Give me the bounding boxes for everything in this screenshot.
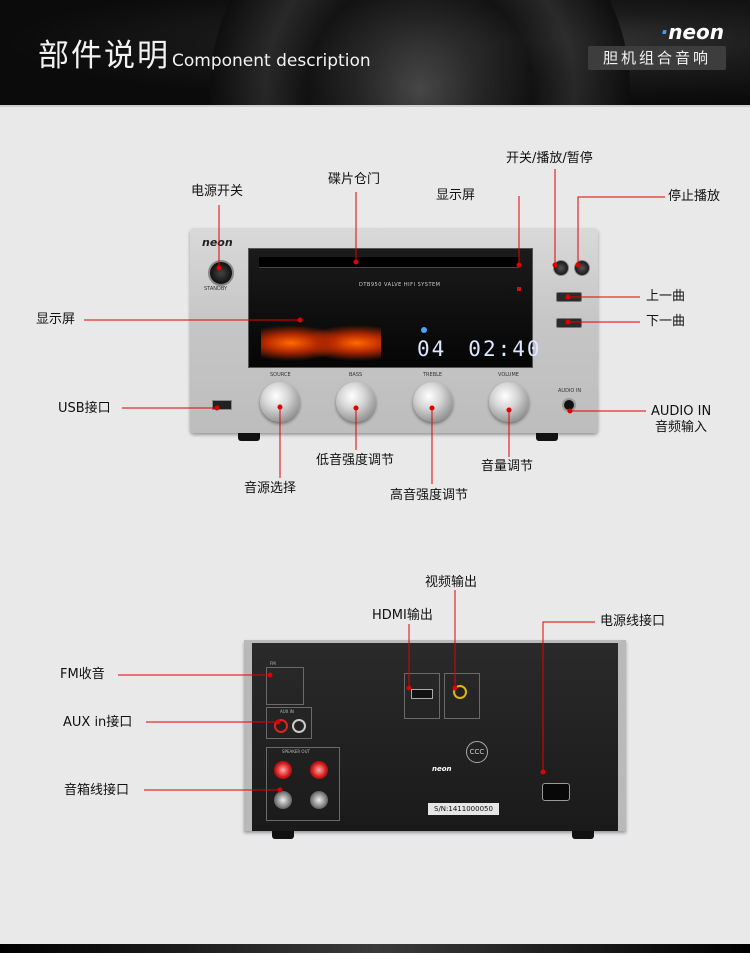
label-treble: 高音强度调节 (390, 488, 469, 503)
volume-knob (489, 382, 529, 422)
volume-text: VOLUME (498, 372, 519, 378)
treble-text: TREBLE (423, 372, 443, 378)
bluetooth-icon (421, 327, 427, 333)
stop-button (574, 260, 590, 276)
label-power-socket: 电源线接口 (600, 614, 666, 629)
label-power-switch: 电源开关 (191, 184, 244, 199)
hdmi-port (411, 689, 433, 699)
brand-logo: ·neon (661, 20, 724, 44)
rear-brand: neon (432, 765, 452, 773)
front-unit-image: neon STANDBY DTB950 VALVE HIFI SYSTEM 04… (190, 228, 598, 441)
label-fm: FM收音 (60, 667, 105, 682)
label-speaker: 音箱线接口 (64, 783, 130, 798)
label-bass: 低音强度调节 (316, 453, 395, 468)
label-audio-in: AUDIO IN (651, 404, 712, 419)
header-divider (0, 105, 750, 107)
treble-knob (413, 382, 453, 422)
label-prev: 上一曲 (646, 289, 686, 304)
audio-in-jack (562, 398, 576, 412)
title-en: Component description (172, 51, 371, 71)
speaker-terminal-box (266, 747, 340, 821)
aux-rca-white (292, 719, 306, 733)
label-aux-in: AUX in接口 (63, 715, 133, 730)
speaker-terminal-red-right (310, 761, 328, 779)
rear-unit-image: FM AUX IN SPEAKER OUT CCC neon S/N:14110… (244, 640, 626, 839)
label-source: 音源选择 (244, 481, 297, 496)
power-switch-knob (208, 260, 234, 286)
label-audio-in-cn: 音频输入 (655, 420, 708, 435)
play-pause-button (553, 260, 569, 276)
label-stop: 停止播放 (668, 189, 721, 204)
speaker-terminal-black-right (310, 791, 328, 809)
next-button (556, 318, 582, 328)
front-foot-left (238, 433, 260, 441)
model-text: DTB950 VALVE HIFI SYSTEM (359, 282, 441, 288)
serial-number: S/N:1411000050 (428, 803, 499, 815)
label-volume: 音量调节 (481, 459, 534, 474)
video-out-box (444, 673, 480, 719)
label-video-out: 视频输出 (425, 575, 478, 590)
label-next: 下一曲 (646, 314, 686, 329)
rear-foot-right (572, 831, 594, 839)
aux-text: AUX IN (280, 709, 294, 714)
aux-rca-red (274, 719, 288, 733)
disc-slot (259, 257, 519, 268)
rear-foot-left (272, 831, 294, 839)
speaker-terminal-red-left (274, 761, 292, 779)
ccc-certification-icon: CCC (466, 741, 488, 763)
fm-text: FM (270, 661, 276, 666)
prev-button (556, 292, 582, 302)
display-time: 02:40 (468, 337, 542, 361)
title-cn: 部件说明 (38, 38, 170, 74)
speaker-terminal-black-left (274, 791, 292, 809)
label-display-left: 显示屏 (36, 312, 76, 327)
aux-in-box (266, 707, 312, 739)
bass-text: BASS (349, 372, 363, 378)
label-hdmi-out: HDMI输出 (372, 608, 433, 623)
label-display-top: 显示屏 (436, 188, 476, 203)
usb-icon (212, 400, 232, 410)
display-track: 04 (417, 337, 447, 361)
fm-antenna-box (266, 667, 304, 705)
disc-display-panel: DTB950 VALVE HIFI SYSTEM 04 02:40 (248, 248, 540, 368)
front-foot-right (536, 433, 558, 441)
source-text: SOURCE (270, 372, 291, 378)
lcd-display: 04 02:40 (417, 337, 542, 361)
brand-text: neon (668, 20, 724, 44)
standby-text: STANDBY (204, 286, 228, 292)
ac-power-socket (542, 783, 570, 801)
vacuum-tubes (261, 313, 381, 363)
bottom-divider (0, 944, 750, 953)
label-disc-door: 碟片仓门 (328, 172, 381, 187)
speaker-cone-image (210, 0, 630, 105)
audio-in-text: AUDIO IN (558, 388, 582, 394)
bass-knob (336, 382, 376, 422)
speaker-text: SPEAKER OUT (282, 749, 310, 754)
hdmi-box (404, 673, 440, 719)
video-rca-yellow (453, 685, 467, 699)
eject-indicator (517, 287, 521, 291)
label-play-pause: 开关/播放/暂停 (506, 151, 593, 166)
brand-tagline: 胆机组合音响 (588, 46, 726, 70)
logo-dot-icon: · (660, 20, 669, 44)
source-knob (260, 382, 300, 422)
label-usb: USB接口 (58, 401, 111, 416)
front-logo: neon (202, 236, 233, 249)
